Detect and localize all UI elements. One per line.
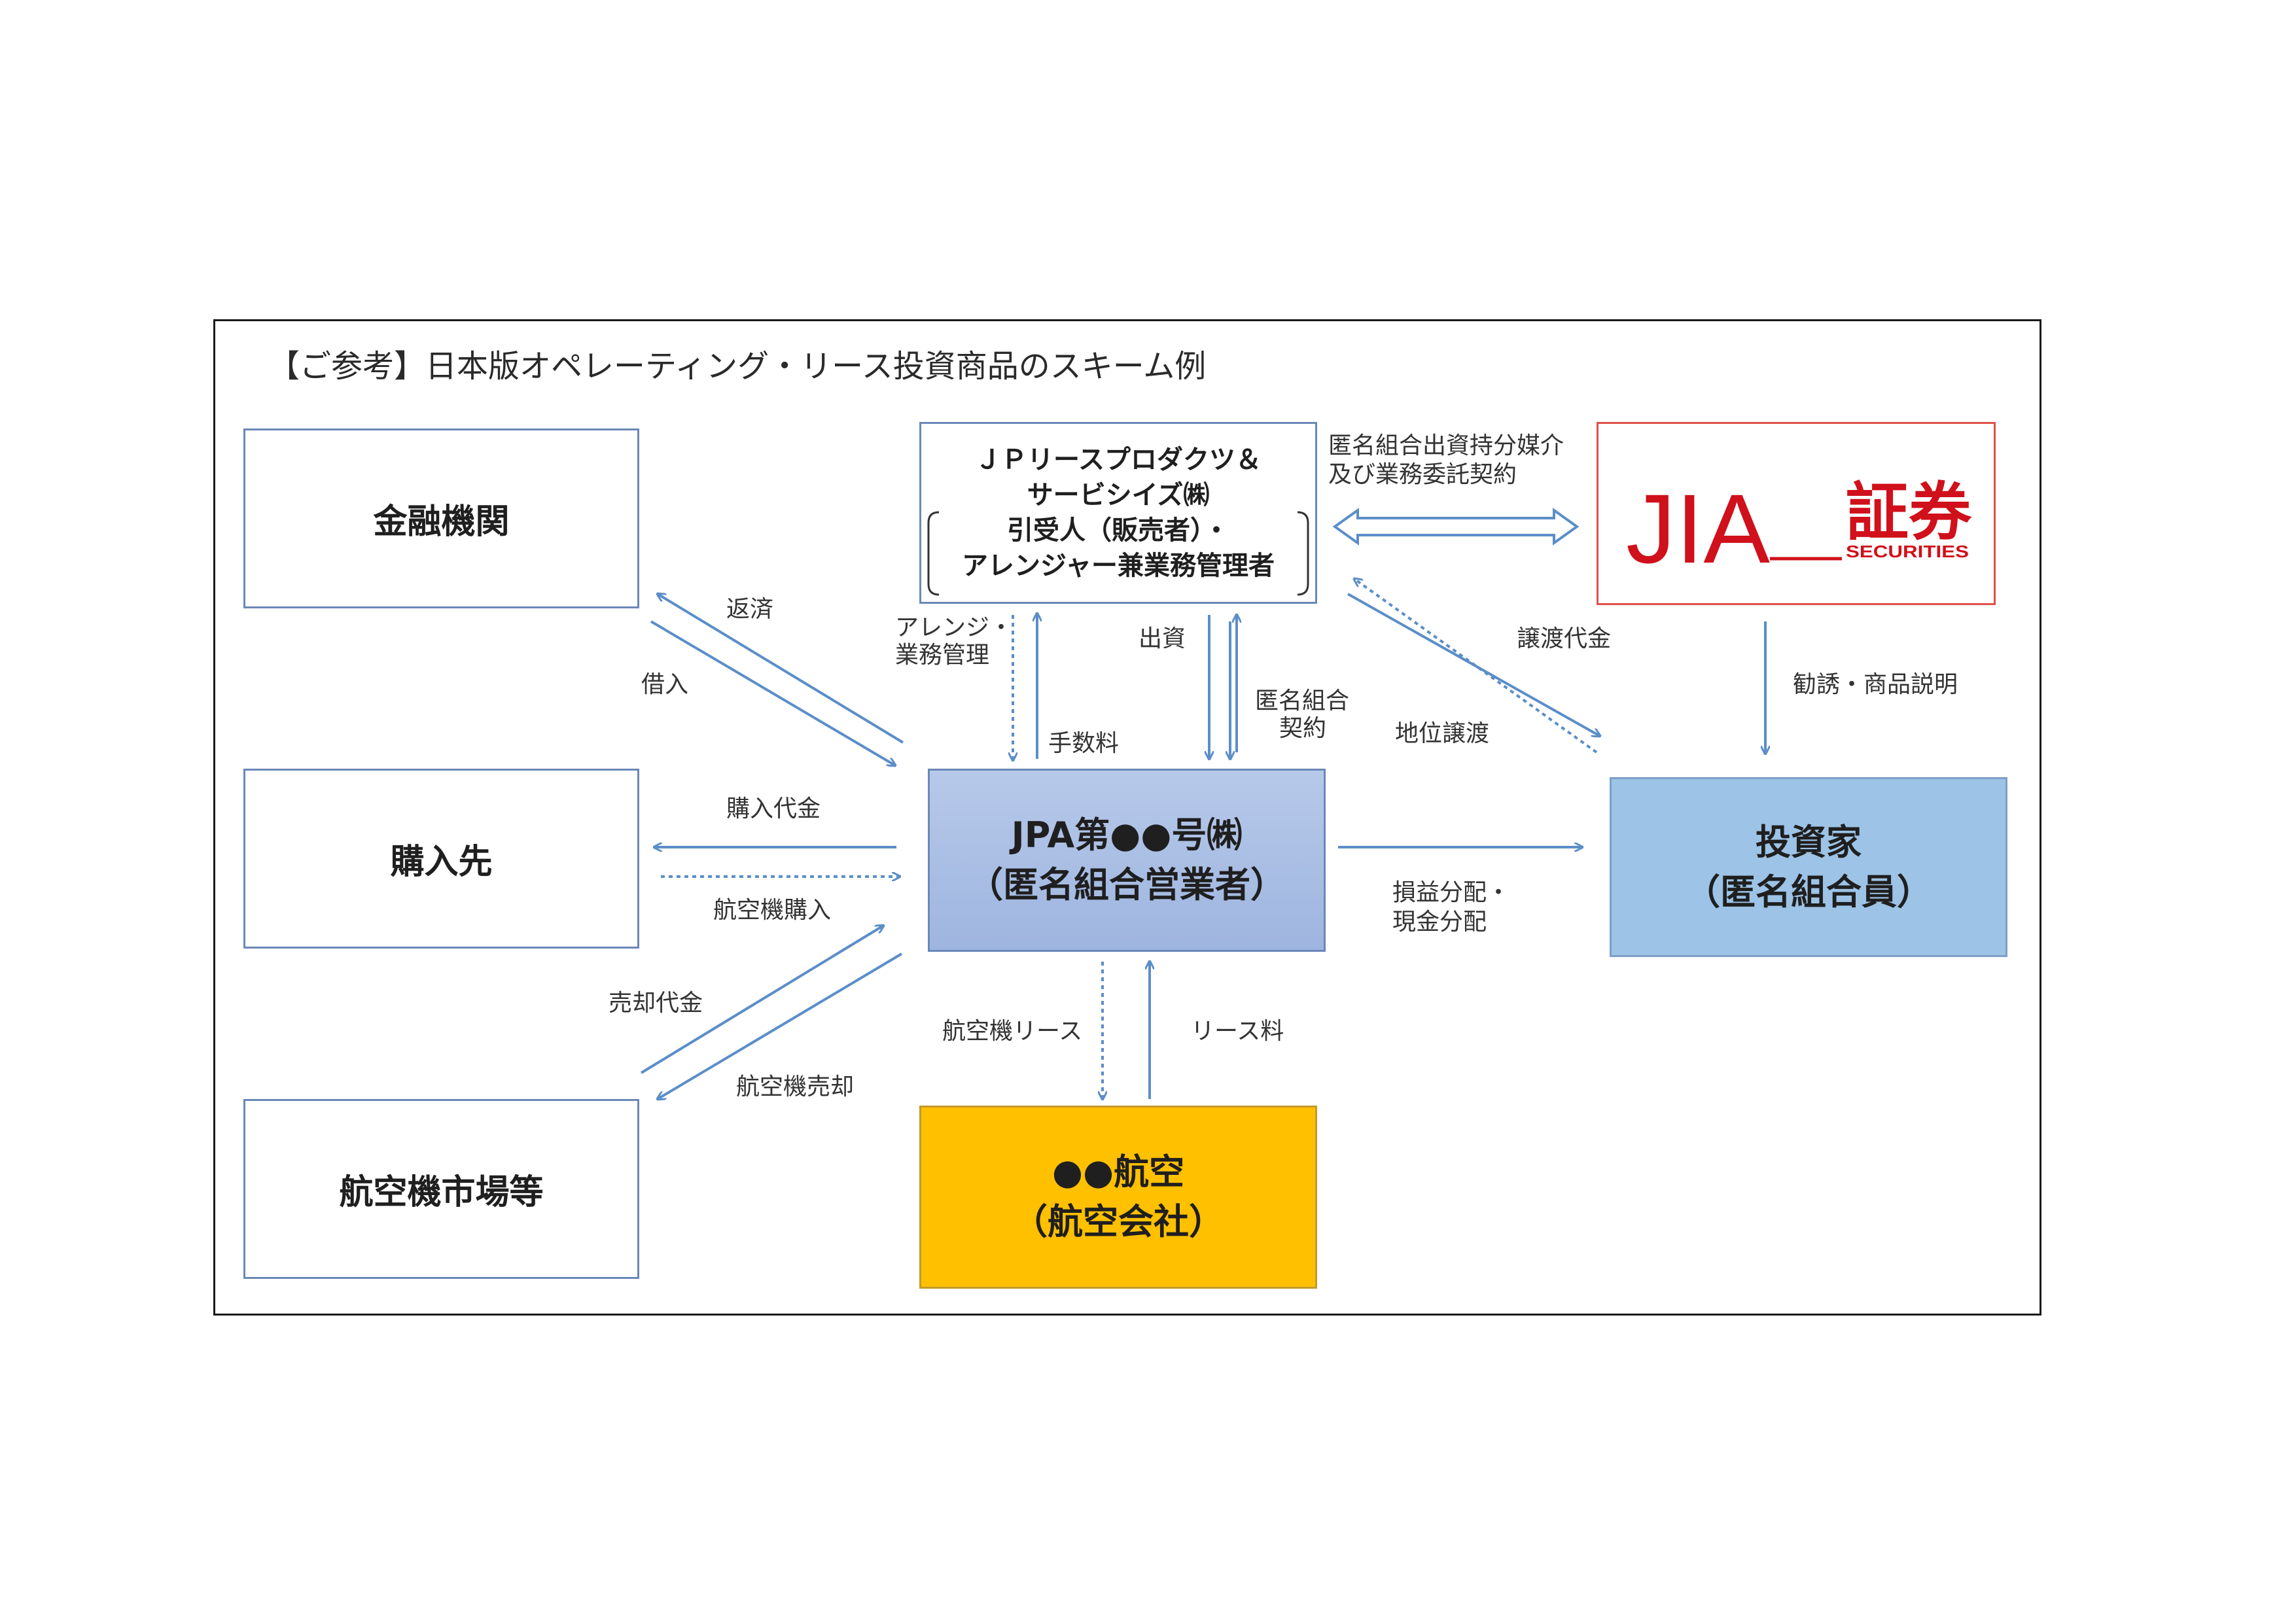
diagram-frame: [213, 319, 2041, 1316]
arrow-borrow: [650, 620, 895, 765]
jp-lease-name-line2: サービシイズ㈱: [1027, 480, 1210, 510]
label-aircraft-purchase: 航空機購入: [713, 897, 832, 924]
jia-logo-brand: JIA: [1626, 474, 1770, 584]
aircraft-market-label: 航空機市場等: [339, 1173, 544, 1212]
label-sale-price: 売却代金: [609, 990, 703, 1017]
jia-logo-sub: SECURITIES: [1846, 542, 1969, 561]
label-tk-contract-1: 匿名組合: [1255, 688, 1350, 714]
arrow-mediation-contract: [1332, 508, 1580, 546]
label-mediation-2: 及び業務委託契約: [1328, 461, 1517, 488]
finance-institution-box: 金融機関: [243, 428, 639, 608]
jia-logo-graphic: JIA 証券 SECURITIES: [1626, 474, 1972, 584]
diagram-title: 【ご参考】日本版オペレーティング・リース投資商品のスキーム例: [268, 348, 1207, 385]
jpa-operator-box: JPA第●●号㈱ （匿名組合営業者）: [928, 769, 1326, 952]
jp-lease-name-line1: ＪＰリースプロダクツ＆: [975, 445, 1262, 475]
label-transfer-price: 譲渡代金: [1517, 625, 1612, 652]
arrow-sale-price: [640, 926, 883, 1074]
jia-logo-kanji: 証券: [1846, 476, 1972, 549]
label-repay: 返済: [726, 596, 774, 623]
jpa-name: JPA第●●号㈱: [1011, 814, 1243, 856]
arrow-status-transfer: [1354, 579, 1598, 754]
finance-institution-label: 金融機関: [373, 502, 510, 542]
investor-box: 投資家 （匿名組合員）: [1610, 777, 2007, 957]
airline-box: ●●航空 （航空会社）: [919, 1106, 1317, 1289]
label-aircraft-sale: 航空機売却: [736, 1073, 855, 1100]
label-purchase-price: 購入代金: [726, 795, 821, 822]
seller-label: 購入先: [390, 843, 493, 882]
label-arrange-1: アレンジ・: [895, 614, 1014, 641]
jp-lease-brackets: [927, 511, 1309, 596]
aircraft-market-box: 航空機市場等: [243, 1099, 639, 1279]
airline-name: ●●航空: [1051, 1151, 1185, 1193]
arrow-repay: [658, 594, 904, 744]
label-status-transfer: 地位譲渡: [1395, 720, 1490, 747]
label-lease-fee: リース料: [1191, 1018, 1284, 1045]
jpa-role: （匿名組合営業者）: [968, 864, 1286, 905]
airline-role: （航空会社）: [1012, 1201, 1224, 1242]
investor-name: 投資家: [1756, 821, 1862, 863]
label-arrange-2: 業務管理: [895, 642, 990, 669]
label-solicit: 勧誘・商品説明: [1793, 671, 1958, 698]
jp-lease-box: ＪＰリースプロダクツ＆ サービシイズ㈱ 引受人（販売者）・ アレンジャー兼業務管…: [919, 422, 1317, 604]
label-borrow: 借入: [641, 671, 689, 698]
label-invest: 出資: [1139, 625, 1186, 652]
seller-box: 購入先: [243, 769, 639, 949]
label-tk-contract-2: 契約: [1279, 715, 1327, 742]
label-fee: 手数料: [1048, 730, 1120, 757]
label-distribution-1: 損益分配・: [1392, 879, 1511, 906]
label-aircraft-lease: 航空機リース: [942, 1018, 1083, 1045]
jp-lease-role-line2: アレンジャー兼業務管理者: [962, 551, 1275, 581]
label-distribution-2: 現金分配: [1392, 909, 1487, 935]
investor-role: （匿名組合員）: [1685, 871, 1932, 913]
label-mediation-1: 匿名組合出資持分媒介: [1328, 432, 1564, 459]
jp-lease-role-line1: 引受人（販売者）・: [1007, 515, 1229, 546]
arrow-aircraft-sale: [658, 952, 903, 1099]
jia-securities-logo: JIA 証券 SECURITIES: [1597, 422, 1996, 605]
